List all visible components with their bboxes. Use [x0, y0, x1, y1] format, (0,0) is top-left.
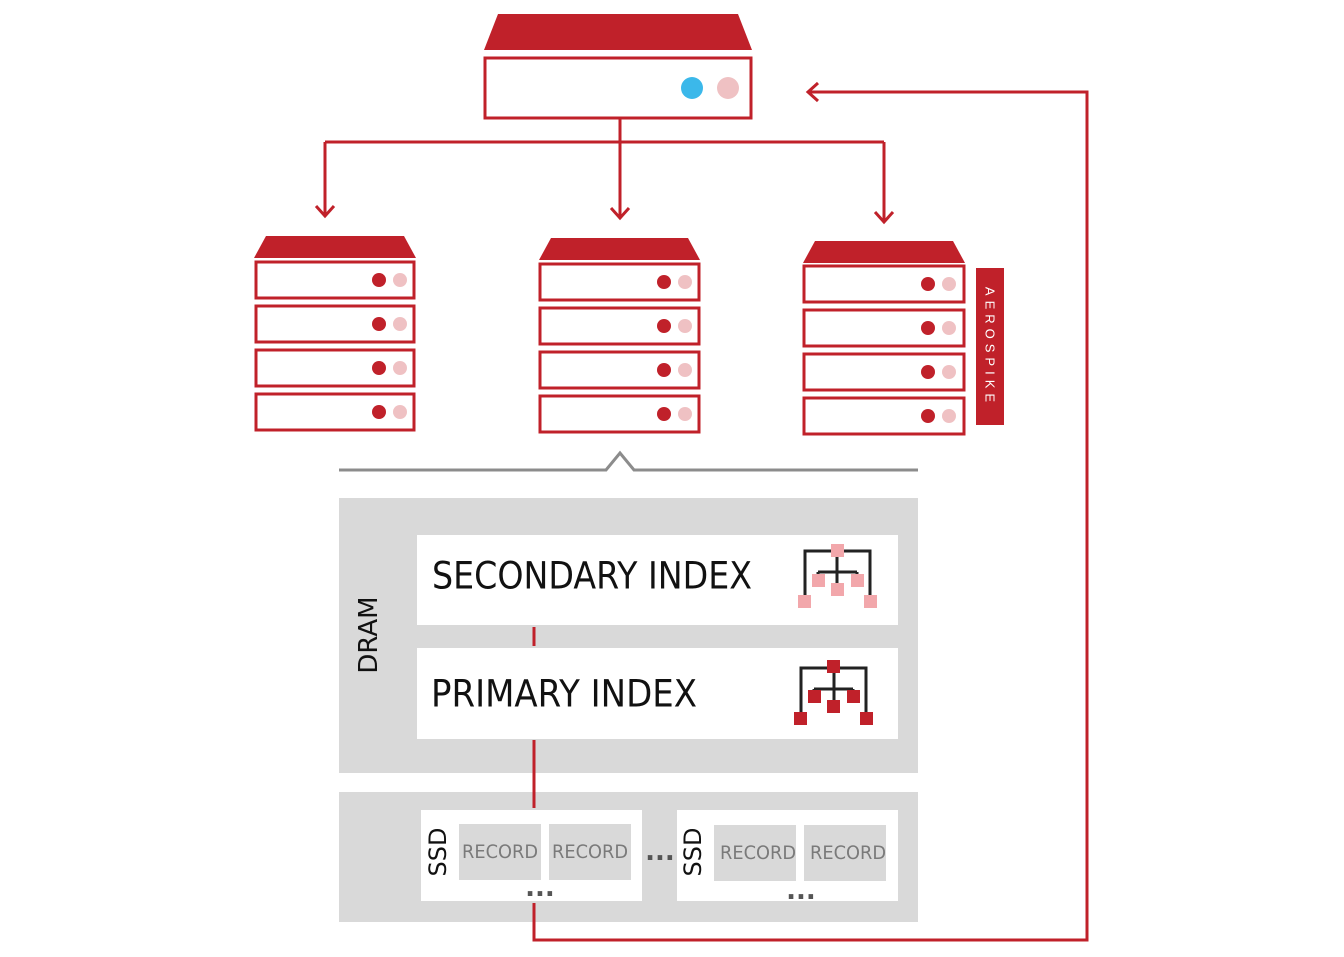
record-label: RECORD [720, 842, 796, 864]
node-2-unit-3 [538, 350, 701, 390]
node-2-led [657, 319, 671, 333]
distribution-arrows [314, 118, 895, 225]
node-1-led-pale [393, 405, 407, 419]
node-3-unit-1 [802, 264, 966, 304]
node-3-led-pale [942, 365, 956, 379]
node-1-unit-2 [254, 304, 416, 344]
node-2-unit-2 [538, 306, 701, 346]
record-label: RECORD [552, 841, 628, 863]
node-2-led-pale [678, 275, 692, 289]
node-2-unit-1 [538, 262, 701, 302]
node-1-unit-1 [254, 260, 416, 300]
node-1-led-pale [393, 317, 407, 331]
client-led-pale [717, 77, 739, 99]
node-3-led [921, 321, 935, 335]
cluster-node-2 [538, 238, 701, 434]
between-groups-ellipsis: ... [645, 837, 675, 867]
node-1-led [372, 317, 386, 331]
client-server [483, 14, 753, 120]
node-3-led-pale [942, 409, 956, 423]
node-3-unit-4 [802, 396, 966, 436]
callout-bracket [339, 450, 918, 472]
node-1-led-pale [393, 273, 407, 287]
node-3-led [921, 277, 935, 291]
record-label: RECORD [462, 841, 538, 863]
more-records-ellipsis: ... [786, 876, 816, 906]
record-label: RECORD [810, 842, 886, 864]
node-1-led [372, 405, 386, 419]
node-1-roof [254, 236, 416, 258]
arrow-center-head [609, 206, 631, 221]
node-3-led [921, 409, 935, 423]
node-1-unit-3 [254, 348, 416, 388]
ssd-group-1: SSD RECORD RECORD ... [421, 810, 642, 903]
record-cell [714, 825, 796, 881]
aerospike-logo-text: AEROSPIKE [983, 287, 998, 407]
node-2-led-pale [678, 363, 692, 377]
client-server-roof [484, 14, 752, 50]
ssd-label: SSD [679, 828, 707, 877]
tree-hierarchy-icon [794, 660, 873, 725]
node-3-unit-2 [802, 308, 966, 348]
primary-index-label: PRIMARY INDEX [431, 673, 697, 716]
return-arrow-head [805, 81, 820, 103]
node-2-led [657, 363, 671, 377]
record-cell [549, 824, 631, 880]
return-path-line [532, 90, 1089, 942]
more-records-ellipsis: ... [525, 873, 555, 903]
node-3-led-pale [942, 321, 956, 335]
record-cell [804, 825, 886, 881]
aerospike-logo-badge [976, 268, 1004, 425]
storage-panel: SSD RECORD RECORD ... ... SSD RECORD REC… [339, 792, 918, 922]
secondary-index-label: SECONDARY INDEX [432, 555, 752, 598]
node-2-roof [539, 238, 700, 260]
client-server-body [483, 56, 753, 120]
node-3-led-pale [942, 277, 956, 291]
node-2-led [657, 275, 671, 289]
node-1-unit-4 [254, 392, 416, 432]
client-led-blue [681, 77, 703, 99]
record-cell [459, 824, 541, 880]
arrow-right-head [873, 210, 895, 225]
node-3-roof [803, 241, 965, 263]
node-2-led-pale [678, 407, 692, 421]
node-2-unit-4 [538, 394, 701, 434]
cluster-node-1 [254, 236, 416, 432]
ssd-group-2: SSD RECORD RECORD ... [677, 810, 898, 906]
node-3-led [921, 365, 935, 379]
arrow-left-head [314, 204, 336, 219]
node-1-led [372, 273, 386, 287]
cluster-node-3 [802, 241, 966, 436]
node-2-led-pale [678, 319, 692, 333]
tree-hierarchy-icon [798, 544, 877, 608]
node-3-unit-3 [802, 352, 966, 392]
node-1-led [372, 361, 386, 375]
node-1-led-pale [393, 361, 407, 375]
dram-label: DRAM [354, 596, 384, 673]
aerospike-logo: AEROSPIKE [976, 268, 1004, 425]
node-2-led [657, 407, 671, 421]
dram-panel: DRAM SECONDARY INDEX PRIMARY INDEX [339, 498, 918, 773]
ssd-label: SSD [424, 828, 452, 877]
return-path [532, 81, 1089, 942]
